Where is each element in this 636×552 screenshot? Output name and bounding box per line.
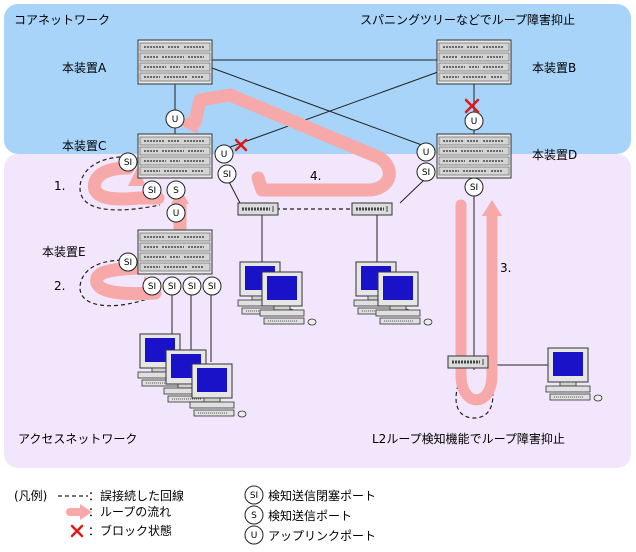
device-c: [137, 133, 213, 179]
device-c-label: 本装置C: [62, 139, 106, 153]
port-si-e: SI: [124, 258, 132, 268]
port-u-c: U: [221, 150, 228, 160]
loop-label-1: 1.: [54, 179, 65, 193]
port-si-e3: SI: [188, 282, 196, 292]
device-e-label: 本装置E: [42, 245, 86, 259]
device-b-label: 本装置B: [532, 61, 576, 75]
port-u-e: U: [173, 209, 180, 219]
device-a-label: 本装置A: [62, 61, 107, 75]
port-si-d: SI: [422, 168, 430, 178]
loop-label-3: 3.: [500, 261, 511, 275]
legend-si-port: 検知送信閉塞ポート: [268, 488, 376, 503]
port-si-e2: SI: [168, 282, 176, 292]
device-e: [137, 229, 213, 275]
port-s-c: S: [173, 186, 179, 196]
legend-loop-arrow-icon: [66, 504, 92, 520]
port-si-e4: SI: [208, 282, 216, 292]
hub-loop3: [446, 354, 490, 370]
port-markers: [118, 109, 484, 296]
port-u-a: U: [172, 115, 179, 125]
hub-left: [236, 201, 280, 217]
legend-miswire: ：誤接続した回線: [88, 488, 184, 503]
loop-label-2: 2.: [54, 279, 65, 293]
legend-s-port: 検知送信ポート: [268, 508, 352, 523]
legend-loop-flow: ：ループの流れ: [88, 505, 171, 519]
loop-flows: [87, 88, 498, 406]
legend-u-symbol: U: [251, 531, 258, 541]
port-si-e1: SI: [148, 282, 156, 292]
port-si-d2: SI: [470, 183, 478, 193]
legend-si-symbol: SI: [250, 491, 258, 501]
device-a: [137, 39, 213, 85]
device-d-label: 本装置D: [532, 148, 577, 162]
core-zone-note: スパニングツリーなどでループ障害抑止: [360, 12, 575, 27]
legend-block-icon: [70, 524, 84, 538]
port-si-c: SI: [124, 158, 132, 168]
access-zone-note: L2ループ検知機能でループ障害抑止: [372, 431, 565, 446]
device-d: [436, 133, 512, 179]
port-u-d: U: [423, 148, 430, 158]
legend-s-symbol: S: [251, 511, 257, 521]
device-b: [436, 39, 512, 85]
legend-blocked: ：ブロック状態: [88, 523, 172, 538]
legend-port-markers: [244, 485, 264, 545]
hub-right: [350, 201, 394, 217]
port-si-c3: SI: [148, 186, 156, 196]
access-zone-label: アクセスネットワーク: [18, 432, 137, 446]
legend-title: (凡例): [14, 489, 47, 503]
legend-u-port: アップリンクポート: [268, 529, 376, 543]
block-marker-icon: [464, 98, 480, 114]
core-zone-label: コアネットワーク: [14, 13, 110, 27]
port-si-c2: SI: [223, 170, 231, 180]
block-marker-icon: [234, 138, 248, 152]
port-u-b: U: [471, 117, 478, 127]
loop-label-4: 4.: [310, 169, 321, 183]
miswired-loop-2: [79, 259, 151, 307]
